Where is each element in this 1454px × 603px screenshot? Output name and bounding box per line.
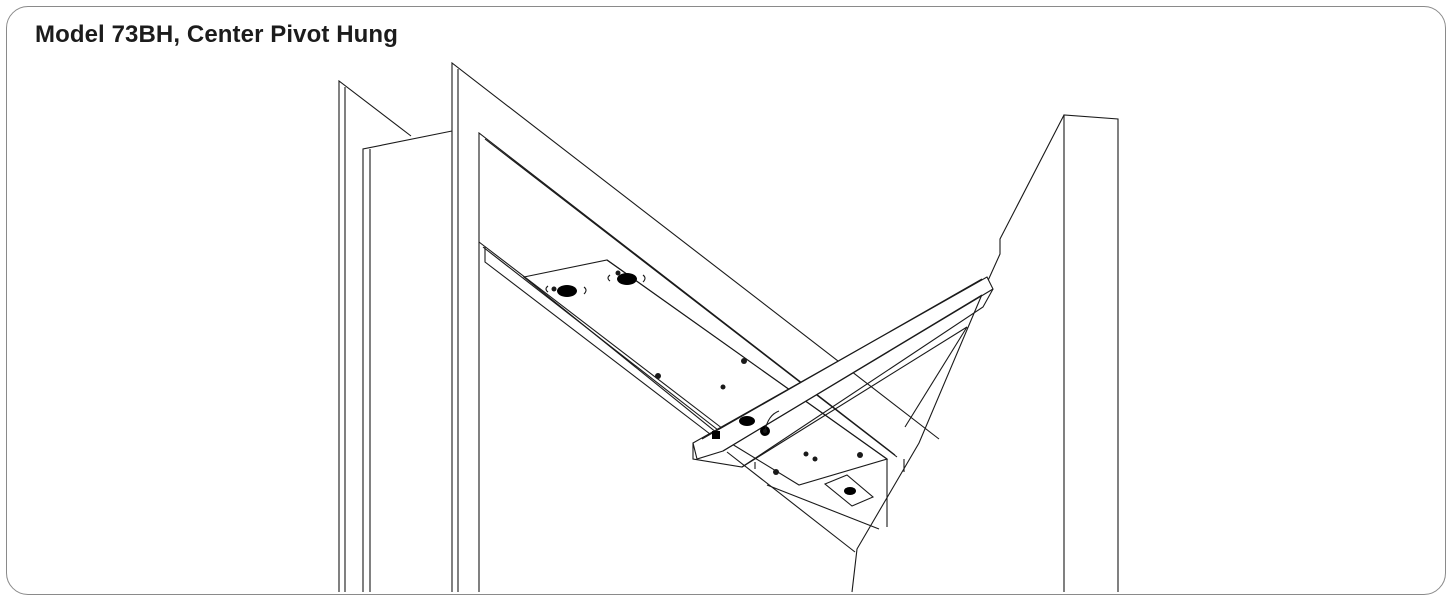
window-pivot-drawing bbox=[338, 61, 1119, 593]
sash-top-plate bbox=[478, 241, 889, 553]
inner-left-jamb bbox=[362, 130, 453, 592]
model-number: Model 73BH, bbox=[35, 21, 181, 48]
pivot-hardware bbox=[545, 270, 875, 507]
main-frame bbox=[451, 61, 940, 592]
pivot-arm bbox=[692, 276, 994, 469]
outer-frame-jamb bbox=[338, 79, 412, 592]
diagram-card: Model 73BH, Center Pivot Hung bbox=[6, 6, 1446, 595]
right-frame-jamb bbox=[851, 114, 1119, 593]
model-description: Center Pivot Hung bbox=[186, 21, 398, 48]
diagram-title: Model 73BH, Center Pivot Hung bbox=[35, 21, 398, 49]
